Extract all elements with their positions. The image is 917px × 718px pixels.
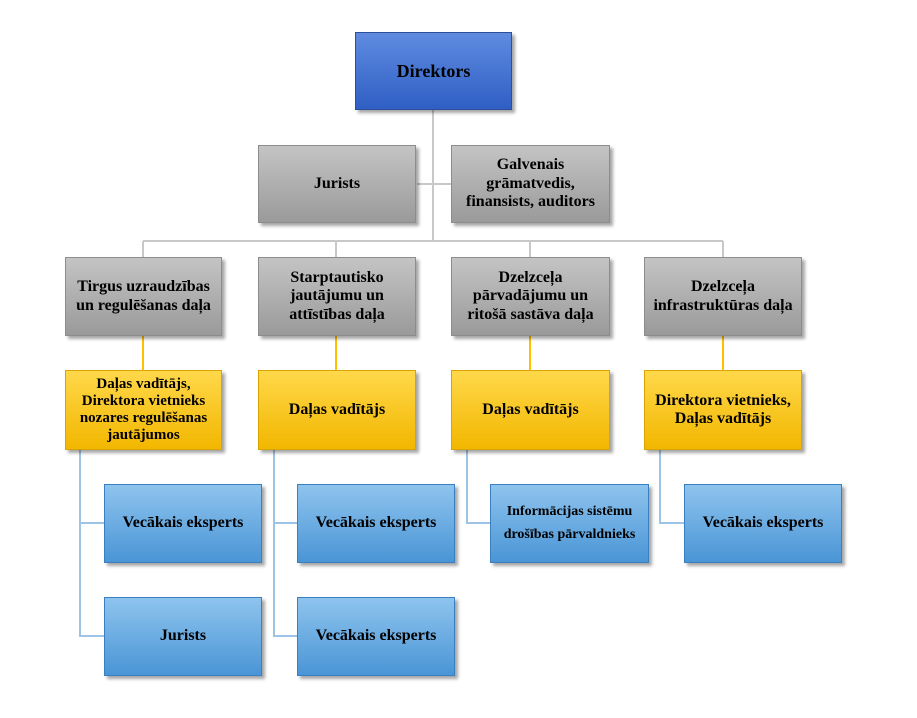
staff-box-accountant: Galvenais grāmatvedis, finansists, audit…: [451, 145, 610, 223]
department-label: Dzelzceļa infrastruktūras daļa: [653, 278, 793, 314]
member-label: Vecākais eksperts: [122, 514, 244, 532]
department-box: Starptautisko jautājumu un attīstības da…: [258, 257, 416, 336]
staff-label: Galvenais grāmatvedis, finansists, audit…: [466, 156, 595, 211]
connector-members-2: [273, 450, 297, 637]
department-head-label: Daļas vadītājs: [482, 400, 579, 418]
department-head-label: Daļas vadītājs, Direktora vietnieks noza…: [79, 375, 208, 444]
department-head-box: Direktora vietnieks, Daļas vadītājs: [644, 370, 802, 450]
member-label: Informācijas sistēmu drošības pārvaldnie…: [503, 504, 636, 542]
department-head-label: Direktora vietnieks, Daļas vadītājs: [655, 391, 791, 427]
staff-label: Jurists: [313, 174, 361, 192]
member-box: Vecākais eksperts: [684, 484, 842, 563]
member-box: Vecākais eksperts: [297, 597, 455, 676]
connector-members-4: [659, 450, 684, 524]
member-box: Vecākais eksperts: [104, 484, 262, 563]
department-label: Starptautisko jautājumu un attīstības da…: [289, 268, 385, 323]
member-label: Vecākais eksperts: [702, 514, 824, 532]
department-box: Tirgus uzraudzības un regulēšanas daļa: [65, 257, 222, 336]
staff-box-lawyer: Jurists: [258, 145, 416, 223]
member-box: Jurists: [104, 597, 262, 676]
member-label: Jurists: [159, 627, 207, 645]
department-box: Dzelzceļa pārvadājumu un ritošā sastāva …: [451, 257, 610, 336]
department-box: Dzelzceļa infrastruktūras daļa: [644, 257, 802, 336]
department-head-label: Daļas vadītājs: [288, 400, 386, 418]
connector-members-3: [466, 450, 490, 524]
connector-members-1: [79, 450, 104, 637]
member-box: Vecākais eksperts: [297, 484, 455, 563]
department-head-box: Daļas vadītājs: [258, 370, 416, 450]
department-head-box: Daļas vadītājs, Direktora vietnieks noza…: [65, 370, 222, 450]
member-label: Vecākais eksperts: [315, 514, 437, 532]
member-box: Informācijas sistēmu drošības pārvaldnie…: [490, 484, 649, 563]
member-label: Vecākais eksperts: [315, 627, 437, 645]
department-label: Dzelzceļa pārvadājumu un ritošā sastāva …: [467, 268, 594, 323]
department-label: Tirgus uzraudzības un regulēšanas daļa: [76, 278, 211, 314]
director-box: Direktors: [355, 32, 512, 110]
department-head-box: Daļas vadītājs: [451, 370, 610, 450]
director-label: Direktors: [396, 60, 471, 81]
